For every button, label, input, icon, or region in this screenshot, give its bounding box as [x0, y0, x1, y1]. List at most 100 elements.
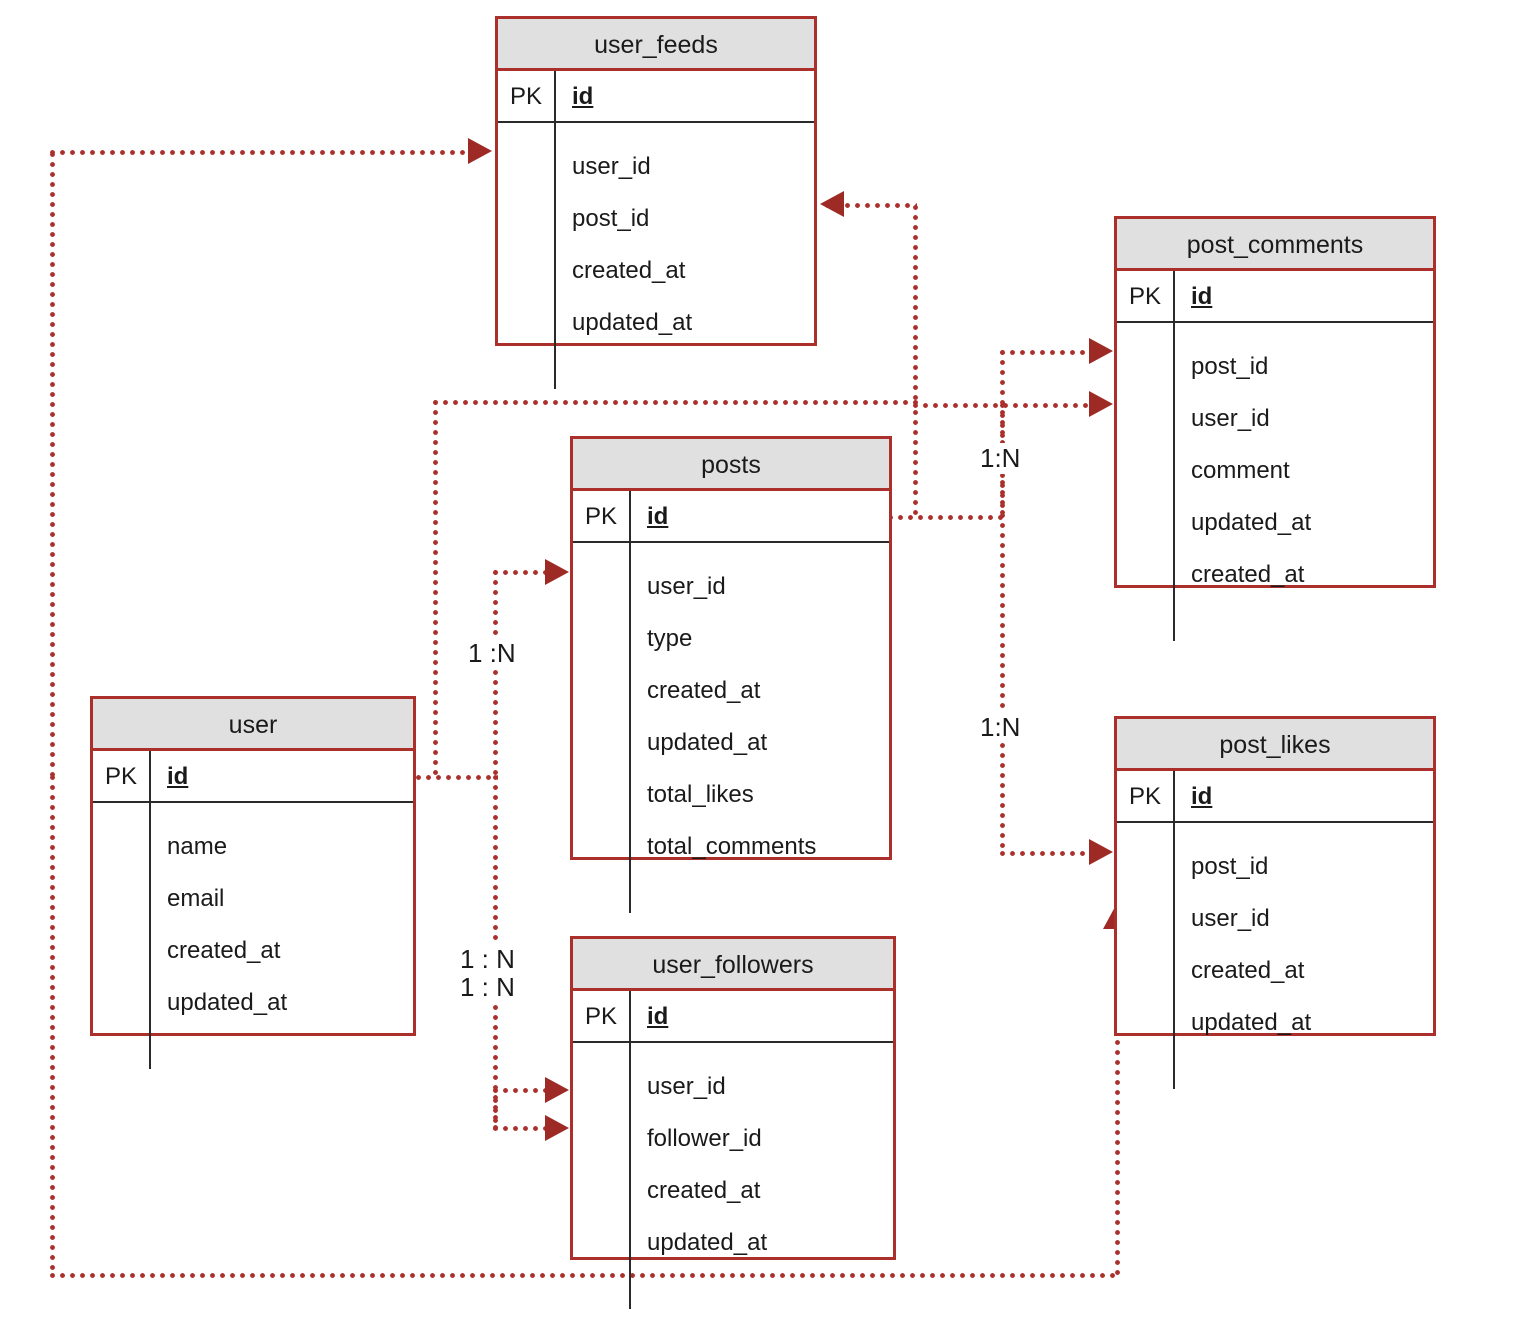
connector-segment	[433, 400, 920, 405]
connector-arrowhead	[545, 1077, 569, 1103]
entity-row[interactable]: follower_id	[573, 1113, 893, 1165]
column-divider	[149, 925, 151, 977]
entity-row[interactable]: created_at	[1117, 945, 1433, 997]
entity-row[interactable]: updated_at	[1117, 497, 1433, 549]
entity-row[interactable]: updated_at	[573, 1217, 893, 1269]
attribute-name: user_id	[647, 573, 726, 600]
column-divider	[629, 1217, 631, 1269]
connector-segment	[493, 1088, 548, 1093]
entity-row[interactable]: total_comments	[573, 821, 889, 873]
entity-row[interactable]: type	[573, 613, 889, 665]
column-divider	[629, 1269, 631, 1309]
column-divider	[629, 1043, 631, 1061]
row-spacer	[573, 873, 889, 913]
entity-row[interactable]: post_id	[1117, 841, 1433, 893]
column-divider	[629, 613, 631, 665]
attribute-name: post_id	[1191, 353, 1269, 380]
attribute-name: email	[167, 885, 225, 912]
column-divider	[1173, 549, 1175, 601]
column-divider	[149, 803, 151, 821]
entity-row[interactable]: post_id	[1117, 341, 1433, 393]
attribute-name: created_at	[1191, 561, 1305, 588]
entity-row[interactable]: user_id	[498, 141, 814, 193]
connector-arrowhead	[1089, 839, 1113, 865]
entity-row[interactable]: updated_at	[1117, 997, 1433, 1049]
column-divider	[1173, 497, 1175, 549]
entity-row[interactable]: email	[93, 873, 413, 925]
entity-row[interactable]: created_at	[498, 245, 814, 297]
connector-arrowhead	[545, 1115, 569, 1141]
attribute-name: id	[647, 503, 669, 530]
entity-row[interactable]: user_id	[573, 1061, 893, 1113]
column-divider	[149, 873, 151, 925]
column-divider	[629, 1113, 631, 1165]
connector-segment	[1000, 851, 1092, 856]
row-spacer	[498, 349, 814, 389]
row-spacer	[1117, 323, 1433, 341]
connector-segment	[493, 1088, 498, 1130]
attribute-name: created_at	[167, 937, 281, 964]
column-divider	[1173, 945, 1175, 997]
row-spacer	[1117, 823, 1433, 841]
entity-row[interactable]: name	[93, 821, 413, 873]
connector-arrowhead	[468, 138, 492, 164]
entity-row[interactable]: comment	[1117, 445, 1433, 497]
entity-row[interactable]: user_id	[573, 561, 889, 613]
connector-segment	[493, 570, 548, 575]
column-divider	[554, 297, 556, 349]
entity-row[interactable]: user_id	[1117, 393, 1433, 445]
connector-arrowhead	[1089, 391, 1113, 417]
attribute-name: post_id	[1191, 853, 1269, 880]
entity-title: post_comments	[1117, 219, 1433, 271]
entity-row[interactable]: updated_at	[93, 977, 413, 1029]
column-divider	[629, 991, 631, 1041]
entity-row[interactable]: total_likes	[573, 769, 889, 821]
row-spacer	[498, 123, 814, 141]
column-divider	[1173, 341, 1175, 393]
connector-segment	[493, 570, 498, 780]
entity-row[interactable]: created_at	[573, 1165, 893, 1217]
pk-badge: PK	[104, 763, 137, 790]
entity-row[interactable]: updated_at	[498, 297, 814, 349]
attribute-name: user_id	[1191, 405, 1270, 432]
column-divider	[554, 245, 556, 297]
column-divider	[629, 543, 631, 561]
connector-segment	[493, 1126, 548, 1131]
column-divider	[1173, 323, 1175, 341]
connector-segment	[1000, 403, 1005, 853]
attribute-name: updated_at	[1191, 509, 1312, 536]
entity-row[interactable]: post_id	[498, 193, 814, 245]
entity-row[interactable]: updated_at	[573, 717, 889, 769]
entity-row[interactable]: created_at	[1117, 549, 1433, 601]
entity-title: user	[93, 699, 413, 751]
attribute-name: total_comments	[647, 833, 817, 860]
attribute-name: created_at	[1191, 957, 1305, 984]
entity-row[interactable]: created_at	[573, 665, 889, 717]
cardinality-label: 1 : N	[458, 972, 517, 1003]
attribute-name: total_likes	[647, 781, 754, 808]
connector-arrowhead	[1089, 338, 1113, 364]
entity-row[interactable]: user_id	[1117, 893, 1433, 945]
attribute-name: updated_at	[647, 729, 768, 756]
column-divider	[629, 717, 631, 769]
column-divider	[1173, 893, 1175, 945]
pk-badge: PK	[1128, 783, 1161, 810]
entity-row[interactable]: created_at	[93, 925, 413, 977]
column-divider	[1173, 1049, 1175, 1089]
